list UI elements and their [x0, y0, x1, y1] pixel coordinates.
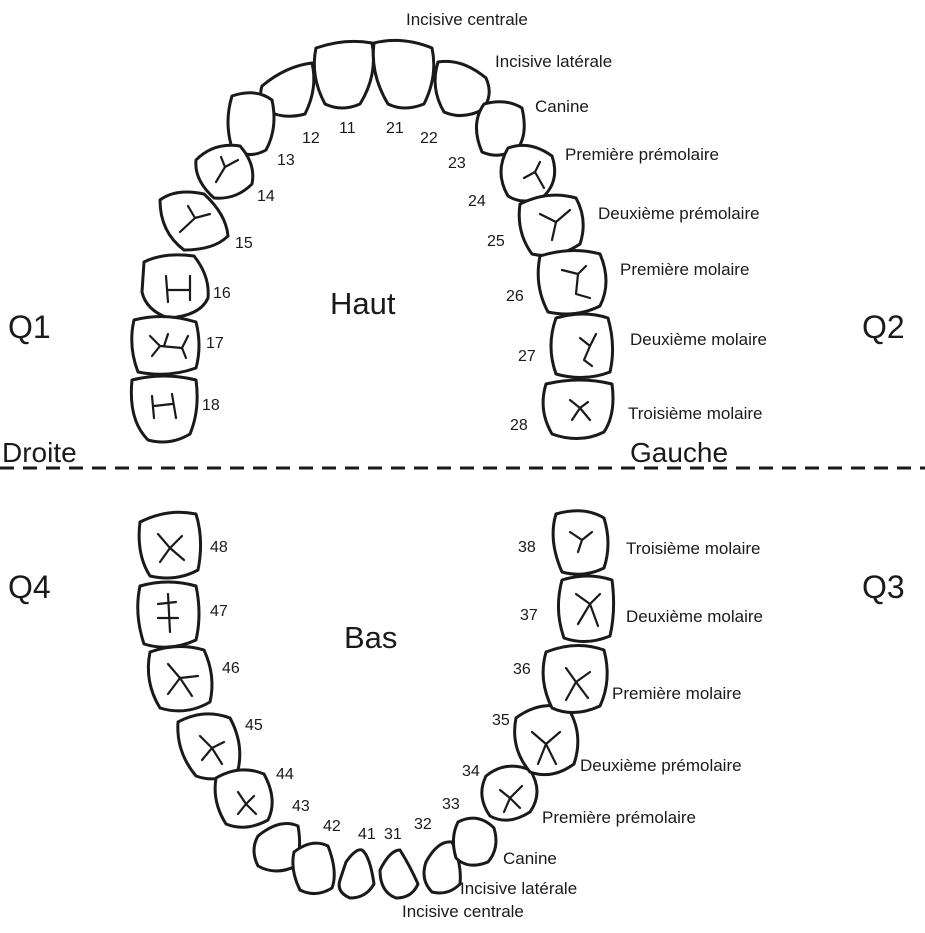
tooth-number-21: 21 — [386, 120, 404, 137]
tooth-number-37: 37 — [520, 607, 538, 624]
quadrant-q2: Q2 — [862, 309, 905, 345]
tooth-number-11: 11 — [339, 120, 356, 137]
tooth-number-28: 28 — [510, 417, 528, 434]
lower-name-third-molar: Troisième molaire — [626, 539, 760, 558]
lower-name-first-premolar: Première prémolaire — [542, 808, 696, 827]
tooth-number-47: 47 — [210, 603, 228, 620]
tooth-number-16: 16 — [213, 285, 231, 302]
lower-name-lateral-incisor: Incisive latérale — [460, 879, 577, 898]
tooth-number-36: 36 — [513, 661, 531, 678]
tooth-27 — [551, 314, 613, 378]
upper-name-third-molar: Troisième molaire — [628, 404, 762, 423]
tooth-11 — [314, 41, 373, 108]
lower-name-first-molar: Première molaire — [612, 684, 741, 703]
tooth-number-17: 17 — [206, 335, 224, 352]
tooth-number-24: 24 — [468, 193, 486, 210]
tooth-number-14: 14 — [257, 188, 275, 205]
tooth-21 — [373, 40, 434, 108]
tooth-number-15: 15 — [235, 235, 253, 252]
tooth-25 — [519, 195, 583, 256]
upper-name-second-premolar: Deuxième prémolaire — [598, 204, 760, 223]
lower-name-second-molar: Deuxième molaire — [626, 607, 763, 626]
tooth-16 — [142, 255, 208, 318]
lower-name-canine: Canine — [503, 849, 557, 868]
tooth-number-38: 38 — [518, 539, 536, 556]
tooth-number-32: 32 — [414, 816, 432, 833]
tooth-35 — [515, 706, 578, 775]
quadrant-q4: Q4 — [8, 569, 51, 605]
tooth-26 — [538, 250, 606, 314]
tooth-number-45: 45 — [245, 717, 263, 734]
tooth-number-44: 44 — [276, 766, 294, 783]
tooth-number-42: 42 — [323, 818, 341, 835]
tooth-number-43: 43 — [292, 798, 310, 815]
tooth-24 — [501, 145, 555, 201]
tooth-number-13: 13 — [277, 152, 295, 169]
tooth-number-48: 48 — [210, 539, 228, 556]
upper-name-canine: Canine — [535, 97, 589, 116]
tooth-42 — [293, 843, 334, 893]
tooth-number-35: 35 — [492, 712, 510, 729]
quadrant-q1: Q1 — [8, 309, 51, 345]
tooth-14 — [196, 145, 253, 198]
upper-name-first-molar: Première molaire — [620, 260, 749, 279]
tooth-number-12: 12 — [302, 130, 320, 147]
tooth-number-22: 22 — [420, 130, 438, 147]
lower-name-central-incisor: Incisive centrale — [402, 902, 524, 921]
tooth-number-26: 26 — [506, 288, 524, 305]
tooth-number-18: 18 — [202, 397, 220, 414]
side-label-left: Gauche — [630, 437, 728, 468]
quadrant-q3: Q3 — [862, 569, 905, 605]
tooth-15 — [160, 192, 228, 250]
tooth-34 — [482, 766, 537, 820]
tooth-31 — [380, 850, 418, 898]
upper-name-central-incisor: Incisive centrale — [406, 10, 528, 29]
tooth-18 — [131, 376, 197, 442]
tooth-number-25: 25 — [487, 233, 505, 250]
tooth-number-33: 33 — [442, 796, 460, 813]
upper-name-first-premolar: Première prémolaire — [565, 145, 719, 164]
tooth-number-27: 27 — [518, 348, 536, 365]
jaw-label-lower: Bas — [344, 620, 397, 655]
tooth-number-34: 34 — [462, 763, 480, 780]
tooth-45 — [178, 714, 240, 779]
jaw-label-upper: Haut — [330, 286, 396, 321]
upper-name-second-molar: Deuxième molaire — [630, 330, 767, 349]
tooth-number-46: 46 — [222, 660, 240, 677]
lower-name-second-premolar: Deuxième prémolaire — [580, 756, 742, 775]
tooth-number-31: 31 — [384, 826, 402, 843]
tooth-number-41: 41 — [358, 826, 376, 843]
tooth-41 — [339, 850, 374, 898]
side-label-right: Droite — [2, 437, 77, 468]
tooth-33 — [453, 818, 496, 865]
upper-name-lateral-incisor: Incisive latérale — [495, 52, 612, 71]
tooth-number-23: 23 — [448, 155, 466, 172]
tooth-48 — [139, 512, 200, 578]
